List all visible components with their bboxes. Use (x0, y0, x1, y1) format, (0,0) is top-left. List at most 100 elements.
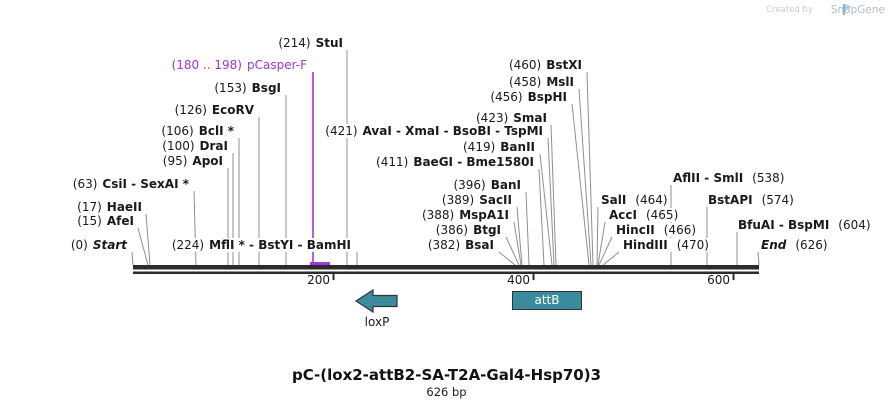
site-name: AvaI - XmaI - BsoBI - TspMI (362, 124, 543, 138)
loxp-arrow[interactable] (354, 288, 398, 314)
site-position: (100) (162, 139, 195, 153)
site-label-smai[interactable]: (423) SmaI (475, 111, 548, 125)
site-label-bstxi[interactable]: (460) BstXI (507, 58, 583, 72)
site-name: BtgI (473, 223, 501, 237)
site-label-mfli-bstyi-bamhi[interactable]: (224)MflI * - BstYI - BamHI (170, 238, 352, 252)
attb-feature[interactable]: attB (512, 291, 582, 310)
site-name: StuI (315, 36, 343, 50)
site-label-bsphi[interactable]: (456) BspHI (489, 90, 568, 104)
site-name: BstXI (546, 58, 582, 72)
site-label-start[interactable]: (0) Start (69, 238, 128, 252)
terminus-name: End (761, 238, 787, 252)
site-label-avai-xmai-bsobi-tspmi[interactable]: (421) AvaI - XmaI - BsoBI - TspMI (324, 124, 544, 138)
site-position: (421) (325, 124, 358, 138)
site-label-btgi[interactable]: (386)BtgI (434, 223, 502, 237)
site-name: SacII (479, 193, 512, 207)
site-label-mspa1i[interactable]: (388) MspA1I (420, 208, 510, 222)
site-name: EcoRV (211, 103, 254, 117)
site-position: (626) (795, 238, 828, 252)
site-position: (419) (463, 140, 496, 154)
site-label-bstapi[interactable]: BstAPI (574) (707, 193, 795, 207)
site-position: (396) (453, 178, 486, 192)
site-position: (15) (77, 214, 102, 228)
site-name: SalI (601, 193, 627, 207)
map-title: pC-(lox2-attB2-SA-T2A-Gal4-Hsp70)3 (291, 366, 602, 384)
primer-range: (180 .. 198) (171, 58, 242, 72)
site-label-afei[interactable]: (15)AfeI (76, 214, 135, 228)
site-label-banii[interactable]: (419) BanII (462, 140, 536, 154)
site-name: BclI * (198, 124, 234, 138)
site-position: (423) (476, 111, 509, 125)
site-name: BaeGI - Bme1580I (413, 155, 534, 169)
site-label-hincii[interactable]: HincII (466) (615, 223, 698, 237)
loxp-label[interactable]: loxP (356, 315, 398, 329)
site-label-acci[interactable]: AccI(465) (608, 208, 680, 222)
site-position: (470) (676, 238, 709, 252)
site-position: (464) (635, 193, 668, 207)
site-name: BstAPI (708, 193, 753, 207)
site-position: (382) (427, 238, 461, 252)
site-label-sacii[interactable]: (389) SacII (440, 193, 513, 207)
site-name: AccI (609, 208, 637, 222)
site-position: (466) (663, 223, 697, 237)
snapgene-logo-icon (843, 4, 852, 15)
site-position: (63) (72, 177, 98, 191)
site-label-msli[interactable]: (458)MslI (508, 75, 575, 89)
site-position: (224) (171, 238, 205, 252)
site-name: HindIII (623, 238, 668, 252)
loxp-label-text: loxP (364, 315, 390, 329)
site-label-aflii-smli[interactable]: AflII - SmlI(538) (672, 171, 786, 185)
site-label-hindiii[interactable]: HindIII (470) (622, 238, 710, 252)
site-label-sali[interactable]: SalI (464) (600, 193, 669, 207)
terminus-name: Start (92, 238, 127, 252)
site-label-apoi[interactable]: (95)ApoI (161, 154, 224, 168)
site-label-ecorv[interactable]: (126)EcoRV (173, 103, 255, 117)
site-position: (389) (441, 193, 475, 207)
site-label-bfuai-bspmi[interactable]: BfuAI - BspMI(604) (737, 218, 872, 232)
site-label-haeii[interactable]: (17) HaeII (76, 200, 143, 214)
watermark-brand: SnapGene (830, 4, 885, 16)
site-label-bani[interactable]: (396) BanI (452, 178, 522, 192)
site-name: BfuAI - BspMI (738, 218, 830, 232)
map-length: 626 bp (426, 385, 467, 399)
site-name: CsiI - SexAI * (102, 177, 189, 191)
site-label-end[interactable]: End (626) (760, 238, 829, 252)
site-name: BsaI (465, 238, 494, 252)
ruler-ticks (332, 271, 735, 280)
site-position: (0) (70, 238, 88, 252)
site-label-baegi-bme1580i[interactable]: (411)BaeGI - Bme1580I (375, 155, 535, 169)
site-position: (17) (77, 200, 102, 214)
connector-lines (131, 50, 760, 266)
site-position: (95) (162, 154, 188, 168)
site-name: HincII (616, 223, 655, 237)
attb-label: attB (534, 293, 560, 307)
site-name: HaeII (106, 200, 142, 214)
site-name: AflII - SmlI (673, 171, 744, 185)
site-position: (153) (214, 81, 247, 95)
primer-pcasper-f-marker[interactable] (310, 72, 330, 265)
site-name: BspHI (527, 90, 567, 104)
ruler-tick-label-600: 600 (707, 273, 730, 287)
ruler-tick-label-400: 400 (507, 273, 530, 287)
sequence-line (133, 265, 759, 274)
site-position: (388) (421, 208, 455, 222)
site-label-bsai[interactable]: (382) BsaI (426, 238, 495, 252)
site-label-bsgi[interactable]: (153)BsgI (213, 81, 282, 95)
site-name: MspA1I (459, 208, 509, 222)
site-label-drai[interactable]: (100)DraI (161, 139, 229, 153)
site-label-pcasper-f[interactable]: (180 .. 198)pCasper-F (170, 58, 308, 72)
site-position: (460) (508, 58, 542, 72)
site-label-stui[interactable]: (214)StuI (277, 36, 344, 50)
site-label-csii-sexai[interactable]: (63) CsiI - SexAI * (71, 177, 190, 191)
watermark: Created by SnapGene (766, 4, 885, 16)
site-name: MslI (546, 75, 574, 89)
site-label-bcli[interactable]: (106)BclI * (160, 124, 235, 138)
site-position: (574) (761, 193, 794, 207)
site-name: BanII (500, 140, 535, 154)
site-name: BanI (490, 178, 521, 192)
site-name: SmaI (513, 111, 547, 125)
watermark-created-by: Created by (766, 5, 813, 15)
site-position: (456) (490, 90, 523, 104)
